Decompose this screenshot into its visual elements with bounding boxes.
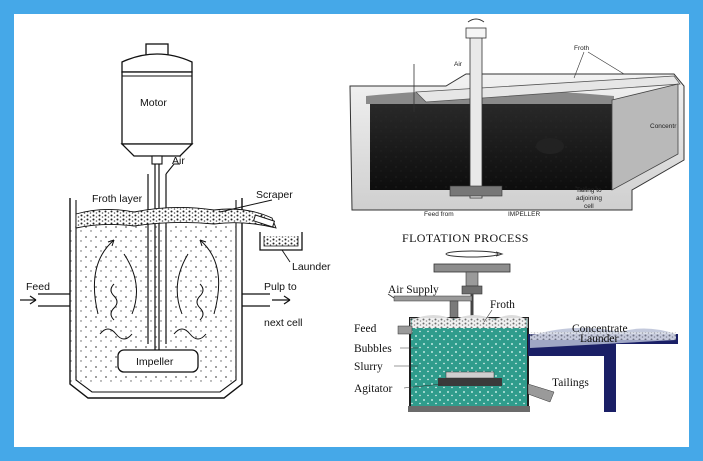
tr-froth-label: Froth (574, 45, 590, 52)
leader-lines (394, 309, 493, 389)
top-right-cutaway-diagram: Air Froth Concentr Tailing to adjoining … (346, 18, 686, 218)
bubbles-label: Bubbles (354, 343, 392, 355)
flotation-process-title: FLOTATION PROCESS (402, 231, 529, 245)
launder (259, 232, 303, 263)
air-label: Air (172, 155, 185, 167)
tr-feed-from-label: Feed from (424, 211, 454, 218)
scraper-label: Scraper (256, 189, 293, 201)
motor-label: Motor (140, 97, 167, 109)
concentrate-launder (528, 327, 678, 412)
scraper (219, 199, 276, 228)
image-canvas: Motor Air Feed Pulp to (14, 14, 689, 447)
tailings-pipe (527, 383, 555, 403)
flotation-figure: Motor Air Feed Pulp to (20, 18, 686, 412)
concentrate-label: Concentrate (572, 323, 628, 335)
process-tank (408, 315, 530, 412)
next-cell-label: next cell (264, 317, 303, 329)
froth-label: Froth (490, 299, 515, 311)
left-cell-diagram: Motor Air Feed Pulp to (20, 43, 331, 399)
froth-layer-label: Froth layer (92, 193, 143, 205)
tr-tailing-line2: adjoining (576, 195, 602, 202)
feed-label: Feed (26, 281, 50, 293)
feed-label-br: Feed (354, 323, 377, 335)
pulp-to-label: Pulp to (264, 281, 297, 293)
impeller-label: Impeller (136, 356, 174, 368)
tr-tailing-line3: cell (584, 203, 594, 210)
tr-impeller-label: IMPELLER (508, 211, 540, 218)
agitator-label: Agitator (354, 383, 392, 395)
tr-concentrate-label: Concentr (650, 123, 677, 130)
flow-arrows (93, 239, 220, 340)
tr-impeller (449, 185, 503, 197)
slurry-label: Slurry (354, 361, 383, 373)
tr-shaft (469, 35, 483, 199)
launder-label-br: Launder (580, 333, 618, 345)
air-supply-label: Air Supply (388, 284, 439, 296)
motor (120, 43, 194, 157)
impeller (117, 349, 199, 373)
launder-label: Launder (292, 261, 331, 273)
feed-pipe (397, 325, 413, 335)
tr-air-label: Air (454, 61, 463, 68)
froth-layer (75, 206, 277, 229)
bottom-right-process-diagram: FLOTATION PROCESS Air Supply (354, 231, 678, 412)
tailings-label: Tailings (552, 377, 589, 389)
tr-tailing-line1: Tailing to (576, 187, 602, 194)
